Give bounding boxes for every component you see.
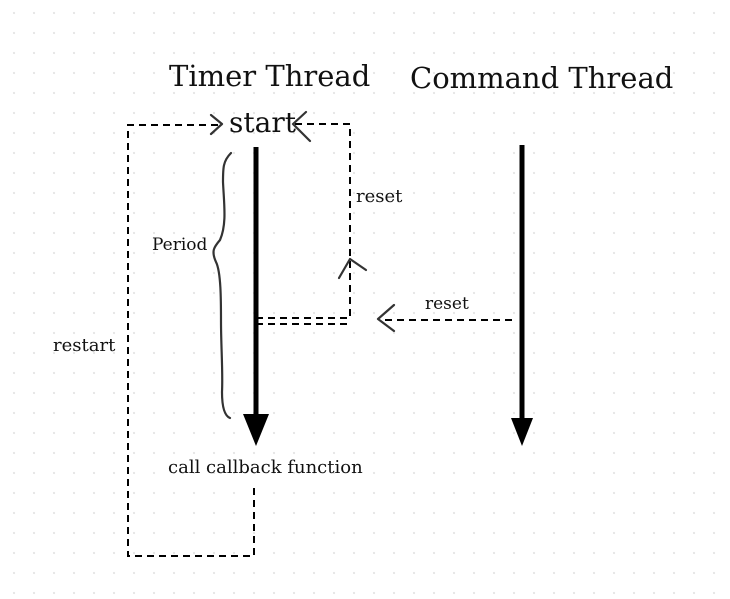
command-thread-title: Command Thread (410, 61, 673, 95)
timer-thread-title: Timer Thread (169, 59, 370, 93)
callback-label: call callback function (168, 457, 363, 478)
timer-thread-arrow (243, 147, 269, 446)
restart-label: restart (53, 335, 116, 356)
period-label: Period (152, 235, 208, 255)
reset-loop (256, 110, 368, 325)
restart-loop (127, 113, 255, 557)
reset-command-arrow (376, 303, 512, 333)
command-thread-arrow (511, 145, 533, 446)
start-label: start (229, 106, 297, 139)
period-brace (212, 151, 233, 420)
reset-label-horizontal: reset (425, 294, 469, 314)
reset-label-vertical: reset (356, 186, 403, 207)
